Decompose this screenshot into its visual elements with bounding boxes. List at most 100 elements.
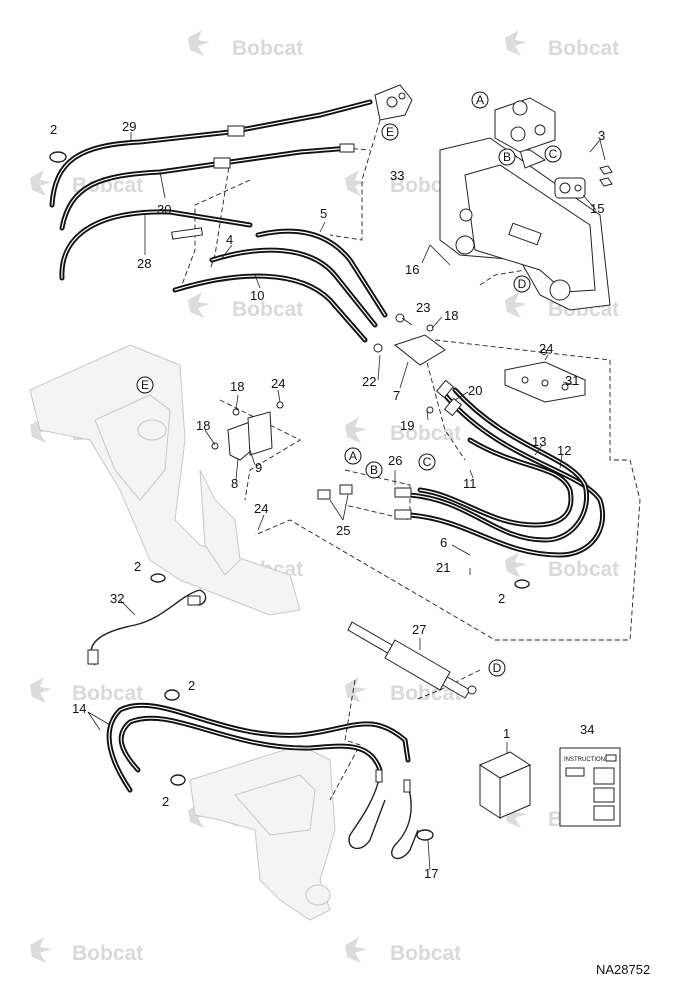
watermark: Bobcat xyxy=(345,937,461,965)
cables xyxy=(348,769,419,860)
manifold-block xyxy=(374,84,413,121)
connector-D-low: D xyxy=(488,659,506,677)
hose-30 xyxy=(59,145,353,231)
callout-10: 10 xyxy=(250,288,264,303)
callout-4: 4 xyxy=(226,232,233,247)
svg-text:Bobcat: Bobcat xyxy=(232,37,303,60)
hose-5 xyxy=(255,228,388,318)
callout-23: 23 xyxy=(416,300,430,315)
callout-27: 27 xyxy=(412,622,426,637)
watermark: Bobcat xyxy=(30,170,143,197)
callout-34: 34 xyxy=(580,722,594,737)
svg-text:B: B xyxy=(503,150,511,164)
couplers xyxy=(317,379,463,520)
watermark: Bobcat xyxy=(188,292,303,321)
hose-11 xyxy=(417,437,574,528)
part-box-1 xyxy=(478,751,532,819)
watermark: Bobcat xyxy=(188,30,303,60)
callout-2: 2 xyxy=(134,559,141,574)
hose-14 xyxy=(106,702,411,793)
coupler-block-31 xyxy=(504,349,586,403)
callout-2: 2 xyxy=(498,591,505,606)
svg-text:D: D xyxy=(518,277,527,291)
callout-3: 3 xyxy=(598,128,605,143)
callout-25: 25 xyxy=(336,523,350,538)
callout-2: 2 xyxy=(162,794,169,809)
hose-28 xyxy=(59,209,253,281)
svg-text:Bobcat: Bobcat xyxy=(390,682,461,705)
svg-text:A: A xyxy=(349,449,357,463)
callout-32: 32 xyxy=(110,591,124,606)
watermark: Bobcat xyxy=(345,677,461,705)
callout-7: 7 xyxy=(393,388,400,403)
callout-24: 24 xyxy=(254,501,268,516)
watermark: Bobcat xyxy=(345,417,461,445)
valve-15 xyxy=(554,165,613,199)
hose-13 xyxy=(407,387,589,543)
svg-text:Bobcat: Bobcat xyxy=(548,37,619,60)
callout-29: 29 xyxy=(122,119,136,134)
callout-2: 2 xyxy=(188,678,195,693)
leader-lines xyxy=(87,132,606,871)
bracket-7 xyxy=(373,313,446,414)
svg-text:E: E xyxy=(386,125,394,139)
tee-fittings xyxy=(171,125,355,240)
callout-14: 14 xyxy=(72,701,86,716)
clips xyxy=(49,151,530,841)
diagram-code: NA28752 xyxy=(596,962,650,977)
connector-markers: E A B C D E A B C D xyxy=(136,91,562,677)
callout-12: 12 xyxy=(557,443,571,458)
svg-text:D: D xyxy=(493,661,502,675)
hose-12 xyxy=(407,392,606,558)
top-manifold xyxy=(494,97,556,153)
watermark: Bobcat xyxy=(505,552,619,581)
callout-24: 24 xyxy=(271,376,285,391)
callout-13: 13 xyxy=(532,434,546,449)
attachment-frame-33 xyxy=(439,137,611,311)
svg-text:B: B xyxy=(370,463,378,477)
callout-9: 9 xyxy=(255,460,262,475)
watermark: Bobcat xyxy=(505,30,619,60)
callout-20: 20 xyxy=(468,383,482,398)
svg-text:E: E xyxy=(141,378,149,392)
hose-29 xyxy=(49,99,373,208)
connector-A-top: A xyxy=(471,91,489,109)
connector-E-left: E xyxy=(136,376,154,394)
callout-2: 2 xyxy=(50,122,57,137)
connector-B-mid: B xyxy=(365,461,383,479)
callout-1: 1 xyxy=(503,726,510,741)
callout-19: 19 xyxy=(400,418,414,433)
callout-11: 11 xyxy=(463,476,477,491)
callout-24: 24 xyxy=(539,341,553,356)
instruction-sheet-34: INSTRUCTIONS xyxy=(559,747,621,827)
connector-C-mid: C xyxy=(418,453,436,471)
connector-C-top: C xyxy=(544,145,562,163)
callout-17: 17 xyxy=(424,866,438,881)
connector-E-top: E xyxy=(381,123,399,141)
svg-text:Bobcat: Bobcat xyxy=(72,942,143,965)
callout-6: 6 xyxy=(440,535,447,550)
clamp-bracket-8 xyxy=(211,408,253,461)
watermark: Bobcat xyxy=(30,937,143,965)
svg-text:C: C xyxy=(423,455,432,469)
callout-33: 33 xyxy=(390,168,404,183)
instructions-label: INSTRUCTIONS xyxy=(564,757,609,763)
callout-18: 18 xyxy=(444,308,458,323)
callout-21: 21 xyxy=(436,560,450,575)
svg-text:Bobcat: Bobcat xyxy=(390,422,461,445)
lower-arm-ghost xyxy=(189,744,336,921)
svg-text:Bobcat: Bobcat xyxy=(548,558,619,581)
svg-text:Bobcat: Bobcat xyxy=(72,682,143,705)
connector-B-top: B xyxy=(498,148,516,166)
callout-18: 18 xyxy=(230,379,244,394)
callout-15: 15 xyxy=(590,201,604,216)
callout-31: 31 xyxy=(565,373,579,388)
plate-9 xyxy=(247,401,284,456)
svg-text:Bobcat: Bobcat xyxy=(232,298,303,321)
callout-18: 18 xyxy=(196,418,210,433)
callout-5: 5 xyxy=(320,206,327,221)
harness-32 xyxy=(87,589,207,666)
loader-arm-ghost xyxy=(29,344,301,616)
connector-D-top: D xyxy=(513,275,531,293)
svg-text:Bobcat: Bobcat xyxy=(390,942,461,965)
